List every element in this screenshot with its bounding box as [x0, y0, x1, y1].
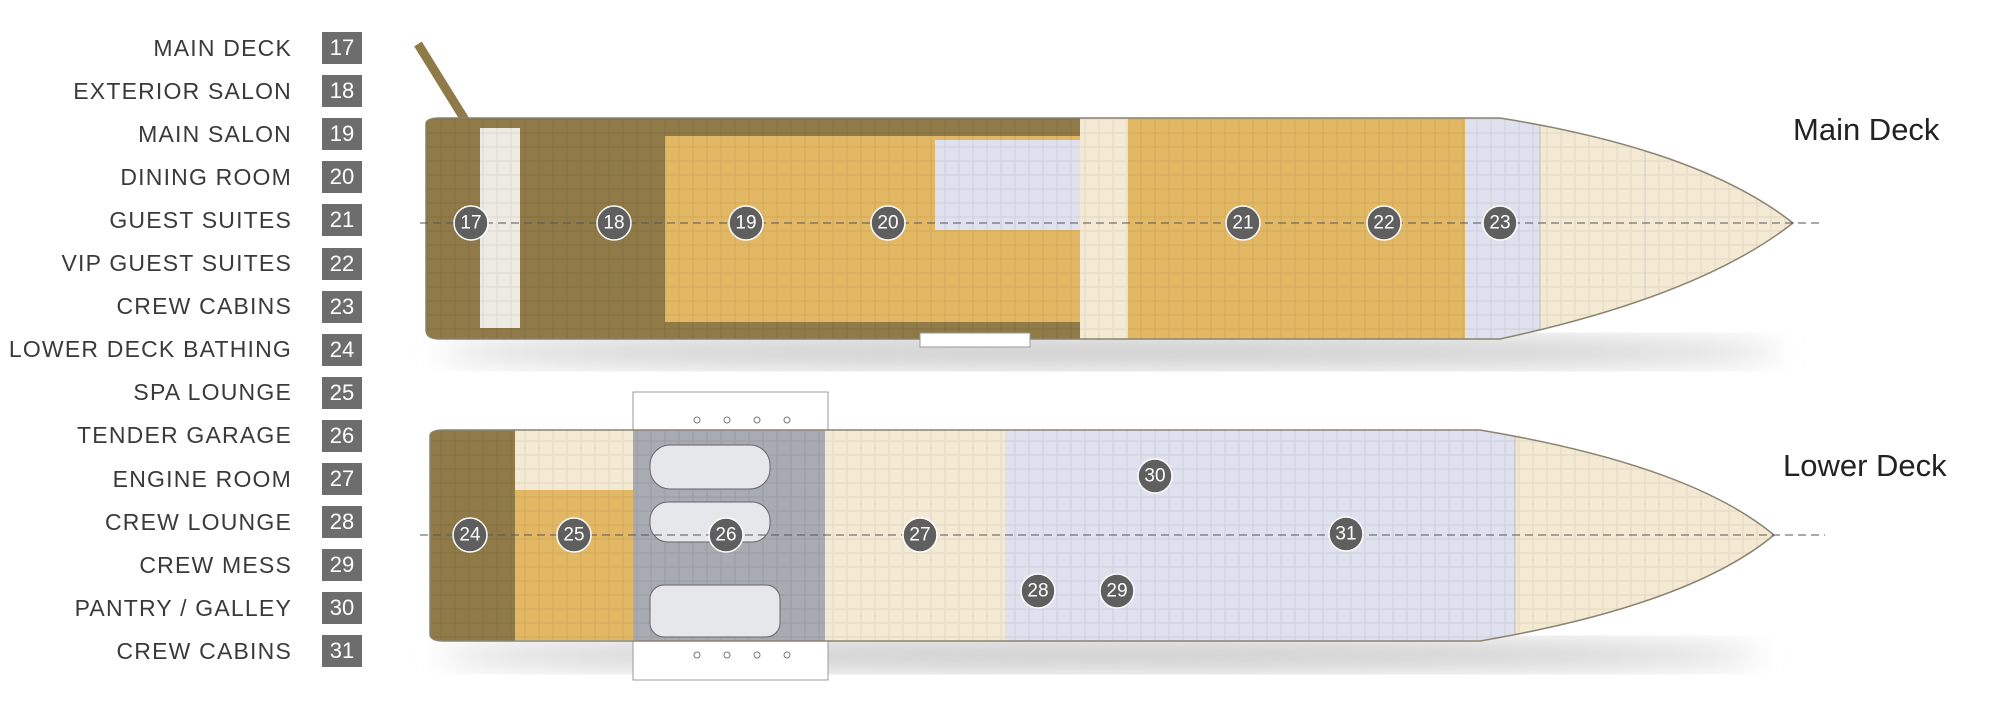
legend-label: CREW CABINS: [116, 293, 292, 320]
marker-number: 27: [909, 525, 930, 546]
area-marker-18: 18: [596, 205, 632, 241]
marker-circle: [708, 517, 744, 553]
legend-number-badge: 31: [322, 635, 362, 668]
legend-number-badge: 19: [322, 118, 362, 151]
marker-circle: [1137, 458, 1173, 494]
legend-item: LOWER DECK BATHING 24: [0, 333, 362, 366]
legend-number-badge: 25: [322, 376, 362, 409]
legend-number-badge: 28: [322, 506, 362, 539]
legend-label: CREW CABINS: [116, 637, 292, 664]
area-marker-23: 23: [1482, 205, 1518, 241]
legend-label: MAIN DECK: [153, 34, 292, 61]
marker-circle: [556, 517, 592, 553]
area-marker-22: 22: [1366, 205, 1402, 241]
legend-number-badge: 20: [322, 161, 362, 194]
legend-number-badge: 30: [322, 592, 362, 625]
legend-label: CREW LOUNGE: [105, 508, 292, 535]
area-markers: 17 18 19 20 21 22 23 24 25 26 27 28 29 30 31: [452, 205, 1518, 609]
legend-label: EXTERIOR SALON: [73, 77, 292, 104]
marker-number: 22: [1373, 213, 1394, 234]
legend-item: TENDER GARAGE 26: [0, 419, 362, 452]
main-deck-hull: [414, 41, 1820, 348]
marker-circle: [596, 205, 632, 241]
area-marker-24: 24: [452, 517, 488, 553]
marker-number: 25: [563, 525, 584, 546]
legend-number-badge: 18: [322, 75, 362, 108]
legend-label: ENGINE ROOM: [112, 465, 292, 492]
lower-deck-hull: [420, 391, 1825, 681]
legend-label: CREW MESS: [139, 551, 292, 578]
legend-number-badge: 21: [322, 204, 362, 237]
marker-number: 26: [715, 525, 736, 546]
marker-circle: [902, 517, 938, 553]
marker-number: 18: [603, 213, 624, 234]
area-marker-17: 17: [453, 205, 489, 241]
legend-number-badge: 27: [322, 463, 362, 495]
legend-item: CREW MESS 29: [0, 549, 362, 582]
legend-label: GUEST SUITES: [109, 206, 292, 233]
legend-label: LOWER DECK BATHING: [8, 336, 292, 363]
legend-number-badge: 24: [322, 333, 362, 366]
area-marker-27: 27: [902, 517, 938, 553]
legend-item: MAIN SALON 19: [0, 118, 362, 151]
marker-circle: [1366, 205, 1402, 241]
marker-circle: [1225, 205, 1261, 241]
legend-item: DINING ROOM 20: [0, 161, 362, 194]
legend-item: CREW CABINS 31: [0, 635, 362, 668]
legend-label: PANTRY / GALLEY: [74, 594, 292, 621]
marker-circle: [1482, 205, 1518, 241]
legend-item: EXTERIOR SALON 18: [0, 75, 362, 108]
marker-number: 19: [735, 213, 756, 234]
lower-deck-title: Lower Deck: [1783, 448, 1947, 483]
legend-number-badge: 23: [322, 290, 362, 323]
main-deck-title: Main Deck: [1793, 112, 1940, 147]
area-marker-25: 25: [556, 517, 592, 553]
area-marker-21: 21: [1225, 205, 1261, 241]
marker-number: 28: [1027, 581, 1048, 602]
legend-item: ENGINE ROOM 27: [0, 463, 362, 495]
area-marker-28: 28: [1020, 573, 1056, 609]
marker-circle: [452, 517, 488, 553]
marker-number: 23: [1489, 213, 1510, 234]
marker-number: 17: [460, 213, 481, 234]
legend-number-badge: 29: [322, 549, 362, 582]
marker-number: 31: [1335, 524, 1356, 545]
legend-number-badge: 22: [322, 247, 362, 280]
passerelle: [414, 41, 474, 131]
marker-number: 30: [1144, 466, 1165, 487]
legend-label: SPA LOUNGE: [133, 379, 292, 406]
area-marker-19: 19: [728, 205, 764, 241]
marker-number: 24: [459, 525, 481, 546]
marker-number: 20: [877, 213, 898, 234]
legend-item: PANTRY / GALLEY 30: [0, 592, 362, 625]
legend-item: CREW CABINS 23: [0, 290, 362, 323]
area-marker-31: 31: [1328, 516, 1364, 552]
legend-item: VIP GUEST SUITES 22: [0, 247, 362, 280]
marker-circle: [1099, 573, 1135, 609]
area-marker-26: 26: [708, 517, 744, 553]
marker-circle: [1328, 516, 1364, 552]
legend-label: VIP GUEST SUITES: [61, 250, 292, 276]
marker-circle: [1020, 573, 1056, 609]
legend-item: CREW LOUNGE 28: [0, 506, 362, 539]
legend-item: SPA LOUNGE 25: [0, 376, 362, 409]
marker-circle: [453, 205, 489, 241]
marker-circle: [728, 205, 764, 241]
marker-circle: [870, 205, 906, 241]
legend-label: MAIN SALON: [138, 120, 292, 147]
legend-number-badge: 26: [322, 419, 362, 452]
legend-label: DINING ROOM: [120, 163, 292, 190]
marker-number: 29: [1106, 581, 1127, 602]
main-deck-shadow: [440, 336, 1780, 368]
area-marker-30: 30: [1137, 458, 1173, 494]
marker-number: 21: [1232, 213, 1253, 234]
legend-item: GUEST SUITES 21: [0, 204, 362, 237]
area-marker-29: 29: [1099, 573, 1135, 609]
area-marker-20: 20: [870, 205, 906, 241]
legend-item: MAIN DECK 17: [0, 32, 362, 64]
legend-label: TENDER GARAGE: [77, 422, 292, 449]
legend-number-badge: 17: [322, 32, 362, 64]
